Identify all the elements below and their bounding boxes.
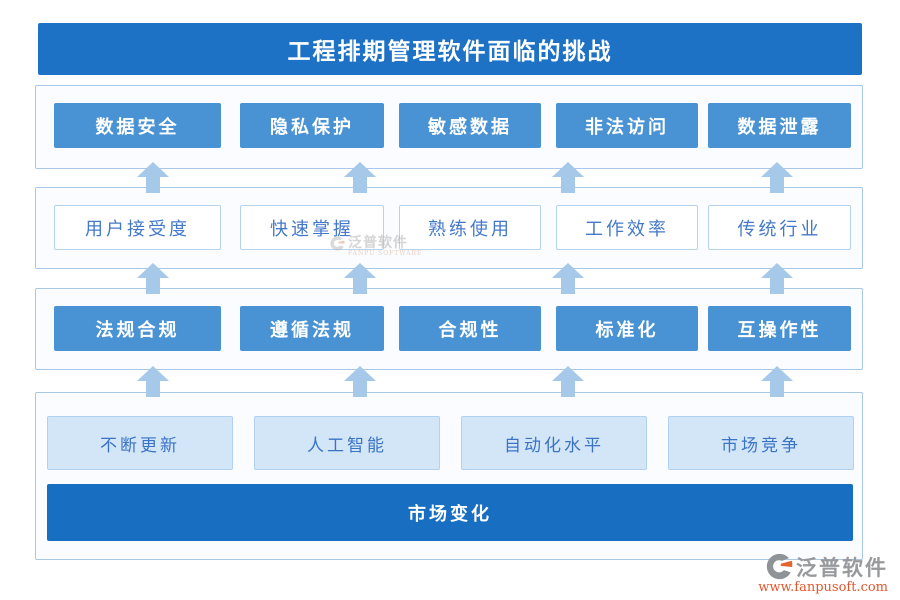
- tier2-box-2: 快速掌握: [240, 205, 384, 250]
- tier1-box-3: 敏感数据: [399, 103, 541, 148]
- up-arrow-icon: [761, 366, 793, 397]
- tier3-box-1: 法规合规: [54, 306, 221, 351]
- tier1-box-5: 数据泄露: [708, 103, 851, 148]
- up-arrow-icon: [552, 162, 584, 193]
- tier2-box-5: 传统行业: [708, 205, 851, 250]
- tier-market: 不断更新 人工智能 自动化水平 市场竞争 市场变化: [35, 392, 863, 560]
- tier2-box-3: 熟练使用: [399, 205, 541, 250]
- tier4-box-4: 市场竞争: [668, 416, 854, 470]
- up-arrow-icon: [552, 263, 584, 294]
- up-arrow-icon: [137, 162, 169, 193]
- fanpu-logo-icon: [766, 553, 793, 580]
- tier1-box-4: 非法访问: [556, 103, 698, 148]
- tier4-box-1: 不断更新: [47, 416, 233, 470]
- up-arrow-icon: [344, 162, 376, 193]
- up-arrow-icon: [761, 162, 793, 193]
- page-title: 工程排期管理软件面临的挑战: [38, 23, 862, 75]
- up-arrow-icon: [552, 366, 584, 397]
- tier3-box-5: 互操作性: [708, 306, 851, 351]
- tier-user-acceptance: 用户接受度 快速掌握 熟练使用 工作效率 传统行业: [35, 187, 863, 269]
- tier3-box-4: 标准化: [556, 306, 698, 351]
- tier1-box-1: 数据安全: [54, 103, 221, 148]
- up-arrow-icon: [137, 263, 169, 294]
- tier4-box-3: 自动化水平: [461, 416, 647, 470]
- tier2-box-4: 工作效率: [556, 205, 698, 250]
- up-arrow-icon: [761, 263, 793, 294]
- footer-url-text: www.fanpusoft.com: [758, 579, 888, 595]
- market-change-bar: 市场变化: [47, 484, 853, 541]
- tier-compliance: 法规合规 遵循法规 合规性 标准化 互操作性: [35, 288, 863, 370]
- tier3-box-3: 合规性: [399, 306, 541, 351]
- up-arrow-icon: [344, 366, 376, 397]
- tier3-box-2: 遵循法规: [240, 306, 384, 351]
- up-arrow-icon: [344, 263, 376, 294]
- up-arrow-icon: [137, 366, 169, 397]
- tier2-box-1: 用户接受度: [54, 205, 221, 250]
- tier1-box-2: 隐私保护: [240, 103, 384, 148]
- tier-data-security: 数据安全 隐私保护 敏感数据 非法访问 数据泄露: [35, 85, 863, 169]
- footer-brand-text: 泛普软件: [796, 554, 888, 580]
- tier4-box-2: 人工智能: [254, 416, 440, 470]
- footer-brand-block: 泛普软件 www.fanpusoft.com: [758, 552, 888, 595]
